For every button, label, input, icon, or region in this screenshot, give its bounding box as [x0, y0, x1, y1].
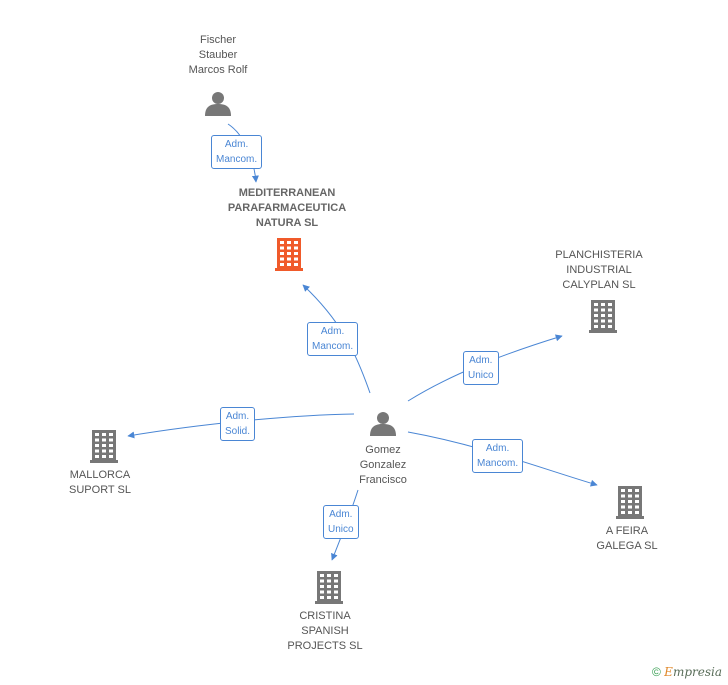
footer-brand[interactable]: © Empresia [652, 665, 722, 679]
edge-label-gomez-mallorca[interactable]: Adm. Solid. [220, 407, 256, 441]
label-line: Gonzalez [359, 459, 407, 471]
label-line: Gomez [365, 444, 401, 456]
edge-label-line: Adm. [225, 411, 250, 422]
person-icon[interactable] [370, 412, 396, 436]
brand-name: mpresia [672, 665, 722, 679]
label-line: INDUSTRIAL [566, 264, 632, 276]
label-line: Stauber [198, 49, 238, 61]
edge-label-line: Adm. [485, 443, 510, 454]
brand-logo: Empresia [664, 665, 722, 679]
edge-label-gomez-planchisteria[interactable]: Adm. Unico [463, 351, 499, 385]
node-label-afeira[interactable]: A FEIRA GALEGA SL [577, 524, 677, 554]
building-icon[interactable] [275, 238, 303, 271]
edge-label-gomez-cristina[interactable]: Adm. Unico [323, 505, 359, 539]
edge-label-line: Adm. [320, 326, 345, 337]
label-line: CRISTINA [299, 610, 351, 622]
building-icon[interactable] [616, 486, 644, 519]
edges [127, 123, 598, 561]
label-line: PROJECTS SL [287, 640, 363, 652]
person-icon[interactable] [205, 92, 231, 116]
copyright-icon: © [651, 665, 661, 679]
building-icon[interactable] [315, 571, 343, 604]
node-label-mallorca[interactable]: MALLORCA SUPORT SL [50, 468, 150, 498]
edge-label-line: Unico [468, 370, 494, 381]
edge-label-line: Adm. [469, 355, 493, 366]
node-label-fischer[interactable]: Fischer Stauber Marcos Rolf [168, 33, 268, 78]
node-label-gomez[interactable]: Gomez Gonzalez Francisco [333, 443, 433, 488]
label-line: CALYPLAN SL [562, 279, 636, 291]
label-line: Francisco [359, 474, 407, 486]
label-line: A FEIRA [605, 525, 649, 537]
label-line: GALEGA SL [596, 540, 658, 552]
building-icon[interactable] [589, 300, 617, 333]
label-line: PARAFARMACEUTICA [227, 202, 347, 214]
label-line: Fischer [199, 34, 237, 46]
building-icon[interactable] [90, 430, 118, 463]
node-label-planchisteria[interactable]: PLANCHISTERIA INDUSTRIAL CALYPLAN SL [543, 248, 655, 293]
node-label-cristina[interactable]: CRISTINA SPANISH PROJECTS SL [275, 609, 375, 654]
label-line: Marcos Rolf [188, 64, 248, 76]
edge-label-line: Adm. [329, 509, 353, 520]
label-line: MALLORCA [69, 469, 131, 481]
buildings [90, 238, 644, 604]
edge-label-fischer-mediterranean[interactable]: Adm. Mancom. [211, 135, 263, 169]
node-label-mediterranean[interactable]: MEDITERRANEAN PARAFARMACEUTICA NATURA SL [212, 186, 362, 231]
label-line: SPANISH [301, 625, 349, 637]
edge-label-line: Mancom. [477, 458, 519, 469]
edge-label-gomez-afeira[interactable]: Adm. Mancom. [472, 439, 524, 473]
label-line: PLANCHISTERIA [555, 249, 643, 261]
edge-label-gomez-mediterranean[interactable]: Adm. Mancom. [307, 322, 359, 356]
label-line: NATURA SL [255, 217, 319, 229]
edge-label-line: Adm. [224, 139, 249, 150]
brand-initial: E [664, 665, 673, 679]
edge-label-line: Mancom. [312, 341, 354, 352]
edge-label-line: Solid. [225, 426, 251, 437]
edge-label-line: Unico [328, 524, 354, 535]
label-line: SUPORT SL [69, 484, 131, 496]
edge-label-line: Mancom. [216, 154, 258, 165]
label-line: MEDITERRANEAN [238, 187, 336, 199]
